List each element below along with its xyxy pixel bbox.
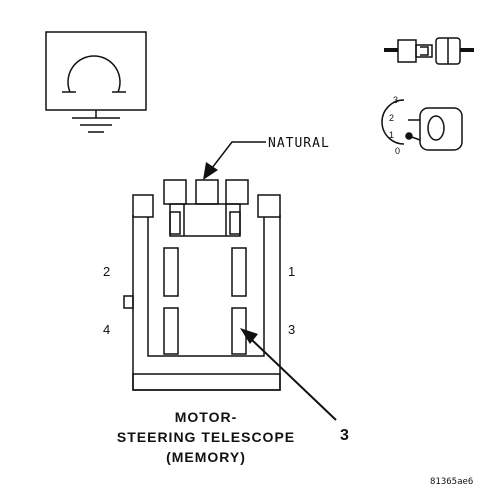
key-position-0: 0 xyxy=(395,146,400,156)
title-line-3: (MEMORY) xyxy=(166,449,246,465)
motor-symbol-icon xyxy=(45,31,147,133)
key-position-1: 1 xyxy=(389,130,394,140)
key-position-2: 2 xyxy=(389,113,394,123)
key-position-3: 3 xyxy=(393,95,398,105)
ignition-key-icon xyxy=(381,99,463,151)
callout-3-arrowhead xyxy=(240,328,258,344)
pin-label-2: 2 xyxy=(103,264,110,279)
natural-callout-leader xyxy=(211,141,266,169)
connector-body xyxy=(123,179,281,391)
callout-number-3: 3 xyxy=(340,427,350,444)
connector-plug-icon xyxy=(384,37,474,65)
pin-label-3: 3 xyxy=(288,322,295,337)
pin-label-4: 4 xyxy=(103,322,110,337)
title-line-1: MOTOR- xyxy=(175,409,238,425)
natural-label: NATURAL xyxy=(268,136,330,151)
callout-3-leader xyxy=(251,339,337,421)
natural-callout-arrowhead xyxy=(203,162,218,180)
figure-id: 81365ae6 xyxy=(430,477,473,487)
title-line-2: STEERING TELESCOPE xyxy=(117,429,295,445)
pin-label-1: 1 xyxy=(288,264,295,279)
